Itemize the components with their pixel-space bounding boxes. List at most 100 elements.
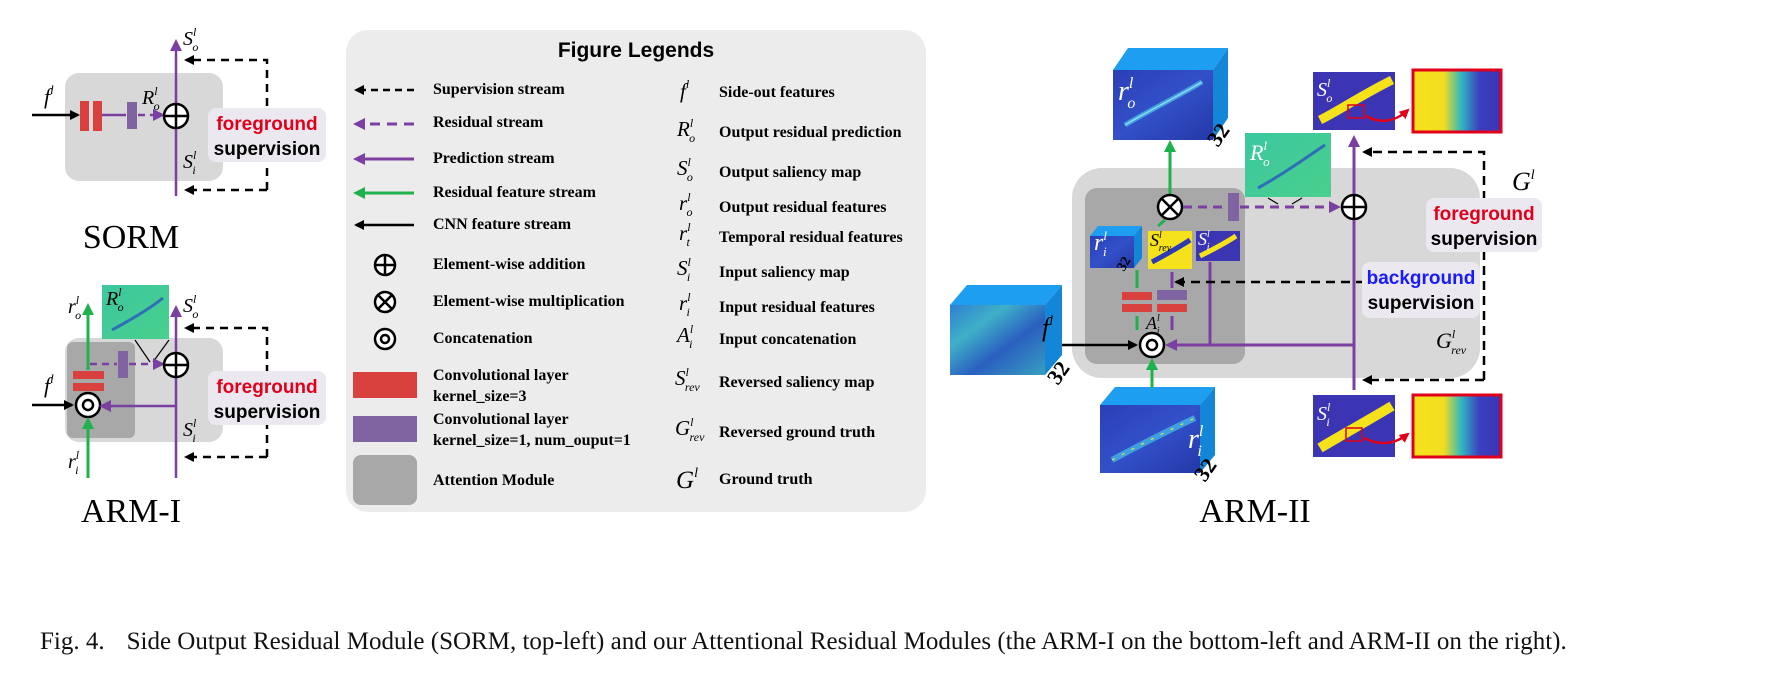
figure-caption: Fig. 4. Side Output Residual Module (SORM… xyxy=(40,628,1740,656)
legend-red-box-icon xyxy=(353,372,417,398)
arm2-bg-supervision-text: supervision xyxy=(1368,293,1475,314)
arm2-foreground-text: foreground xyxy=(1433,204,1534,225)
arm2-si-zoom-arrow xyxy=(1363,432,1410,445)
legend-gray-box-icon xyxy=(353,455,417,505)
arm1-f-label: fl xyxy=(44,371,54,398)
arm2-rv-num: 32 xyxy=(1114,254,1134,274)
legend-odot-icon xyxy=(373,327,397,351)
arm2-conv1-b xyxy=(1228,193,1239,221)
legend-background xyxy=(346,30,926,512)
legend-sym-g: Gl xyxy=(676,466,698,494)
legend-text-conv3-b: kernel_size=3 xyxy=(433,388,527,405)
sorm-gray-background xyxy=(65,73,223,181)
sorm-conv3-2 xyxy=(93,101,102,131)
caption-text: Side Output Residual Module (SORM, top-l… xyxy=(126,628,1567,655)
sorm-conv3-1 xyxy=(80,101,89,131)
arm2-so-zoom-image xyxy=(1411,68,1503,134)
sorm-f-label: fl xyxy=(44,82,54,109)
legend-text-concatenation: Concatenation xyxy=(433,330,533,347)
arm1-conv3-1 xyxy=(73,371,104,379)
legend-text-out-res-pred: Output residual prediction xyxy=(719,124,902,141)
legend-text-in-res: Input residual features xyxy=(719,299,875,316)
legend-text-prediction: Prediction stream xyxy=(433,150,555,167)
arm1-conv3-2 xyxy=(73,383,104,391)
arm2-concat-icon xyxy=(1138,331,1166,359)
arm2-ri-cube xyxy=(1100,387,1215,473)
legend-text-out-res-feat: Output residual features xyxy=(719,199,886,216)
legend-text-supervision: Supervision stream xyxy=(433,81,565,98)
legend-text-cnn: CNN feature stream xyxy=(433,216,572,233)
legend-text-temporal: Temporal residual features xyxy=(719,229,903,246)
arm2-background-text: background xyxy=(1367,268,1476,289)
arm1-concat-icon xyxy=(74,391,102,419)
arm2-ro-cube xyxy=(1113,48,1228,140)
arm1-supervision-text: supervision xyxy=(214,402,321,423)
arm2-rv-cube xyxy=(1090,226,1142,268)
arm2-conv3-3 xyxy=(1157,304,1187,312)
arm2-g-label: Gl xyxy=(1512,167,1535,196)
arm1-supervision-label-bg xyxy=(208,371,326,425)
legend-text-addition: Element-wise addition xyxy=(433,256,586,273)
legend-oplus-icon xyxy=(373,253,397,277)
arm2-f-cube xyxy=(950,285,1062,375)
legend-text-residual-feature: Residual feature stream xyxy=(433,184,597,201)
legend-text-multiplication: Element-wise multiplication xyxy=(433,293,625,310)
legend-panel: Figure Legends Supervision stream Residu… xyxy=(346,30,926,512)
sorm-supervision-label-bg xyxy=(208,108,326,162)
legend-title: Figure Legends xyxy=(558,39,714,62)
legend-purple-box-icon xyxy=(353,416,417,442)
arm2-conv3-1 xyxy=(1122,292,1152,300)
arm2-fg-supervision xyxy=(1362,147,1486,380)
sorm-supervision-text: supervision xyxy=(214,139,321,160)
arm1-conv1 xyxy=(118,351,128,378)
legend-text-rev-sal: Reversed saliency map xyxy=(719,374,875,391)
legend-text-gt: Ground truth xyxy=(719,471,813,488)
legend-text-conv3-a: Convolutional layer xyxy=(433,367,569,384)
legend-text-in-sal: Input saliency map xyxy=(719,264,850,281)
arm2-title: ARM-II xyxy=(1199,493,1310,530)
arm2-conv1-a xyxy=(1157,290,1187,300)
sorm-foreground-text: foreground xyxy=(216,114,317,135)
arm1-foreground-text: foreground xyxy=(216,377,317,398)
legend-text-side-out: Side-out features xyxy=(719,84,835,101)
arm2-fg-label-bg xyxy=(1426,198,1542,252)
sorm-conv1 xyxy=(127,102,137,129)
legend-text-attention: Attention Module xyxy=(433,472,554,489)
caption-label: Fig. 4. xyxy=(40,628,105,655)
arm2-f-label: fl xyxy=(1042,313,1053,342)
legend-otimes-icon xyxy=(373,290,397,314)
legend-text-conv1-a: Convolutional layer xyxy=(433,411,569,428)
legend-sym-f: fl xyxy=(680,77,690,103)
sorm-title: SORM xyxy=(83,219,179,256)
arm2-si-zoom-image xyxy=(1411,393,1503,459)
arm2-so-zoom-arrow xyxy=(1365,108,1410,123)
legend-text-conv1-b: kernel_size=1, num_ouput=1 xyxy=(433,432,631,449)
legend-text-residual: Residual stream xyxy=(433,114,544,131)
